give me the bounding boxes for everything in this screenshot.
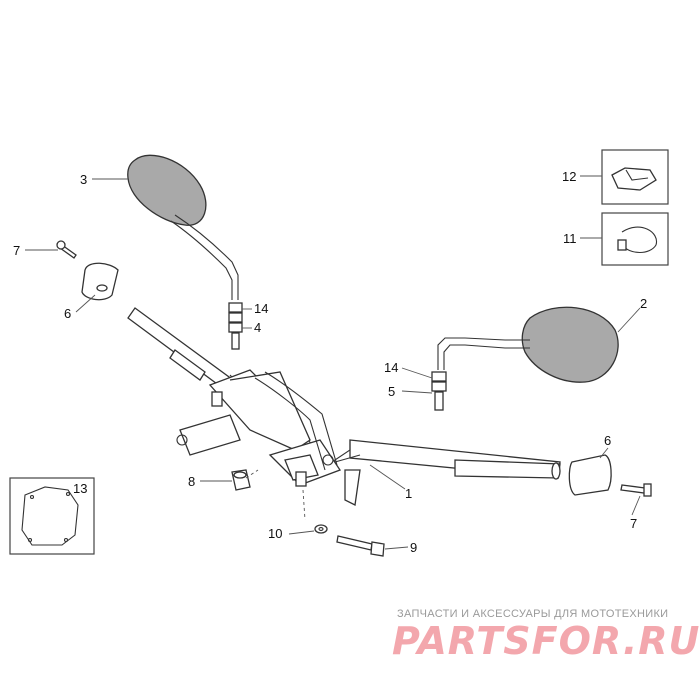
callout-11: 11 <box>563 231 577 246</box>
callout-12: 12 <box>562 169 576 184</box>
riser-clamp-assembly <box>176 369 361 506</box>
nut <box>231 469 251 491</box>
callout-6-right: 6 <box>604 433 611 448</box>
left-bar-end-weight <box>81 262 119 301</box>
callout-3: 3 <box>80 172 87 187</box>
watermark: ЗАПЧАСТИ И АКСЕССУАРЫ ДЛЯ МОТОТЕХНИКИ PA… <box>392 608 700 663</box>
callout-2: 2 <box>640 296 647 311</box>
leader-lines <box>25 175 641 550</box>
right-bar-end-screw <box>620 483 652 497</box>
callout-10: 10 <box>268 526 282 541</box>
clip-nut-box <box>601 149 669 205</box>
left-mirror <box>127 154 243 350</box>
callout-8: 8 <box>188 474 195 489</box>
right-mirror <box>431 306 619 411</box>
left-bar-end-screw <box>56 240 77 259</box>
handlebar <box>127 307 561 480</box>
callout-14-upper: 14 <box>254 301 268 316</box>
callout-4: 4 <box>254 320 261 335</box>
right-bar-end-weight <box>568 454 612 496</box>
watermark-logo: PARTSFOR.RU <box>392 619 700 663</box>
callout-13: 13 <box>73 481 87 496</box>
gasket-box <box>9 477 95 555</box>
callout-6-left: 6 <box>64 306 71 321</box>
callout-9: 9 <box>410 540 417 555</box>
callout-7-right: 7 <box>630 516 637 531</box>
cable-tie-box <box>601 212 669 266</box>
callout-1: 1 <box>405 486 412 501</box>
callout-labels: 3 7 6 14 4 2 14 5 6 7 8 1 10 9 12 11 13 <box>13 169 647 555</box>
callout-7-left: 7 <box>13 243 20 258</box>
callout-5: 5 <box>388 384 395 399</box>
callout-14-lower: 14 <box>384 360 398 375</box>
bolt <box>336 535 385 557</box>
washer <box>314 524 328 534</box>
watermark-tagline: ЗАПЧАСТИ И АКСЕССУАРЫ ДЛЯ МОТОТЕХНИКИ <box>397 608 668 620</box>
